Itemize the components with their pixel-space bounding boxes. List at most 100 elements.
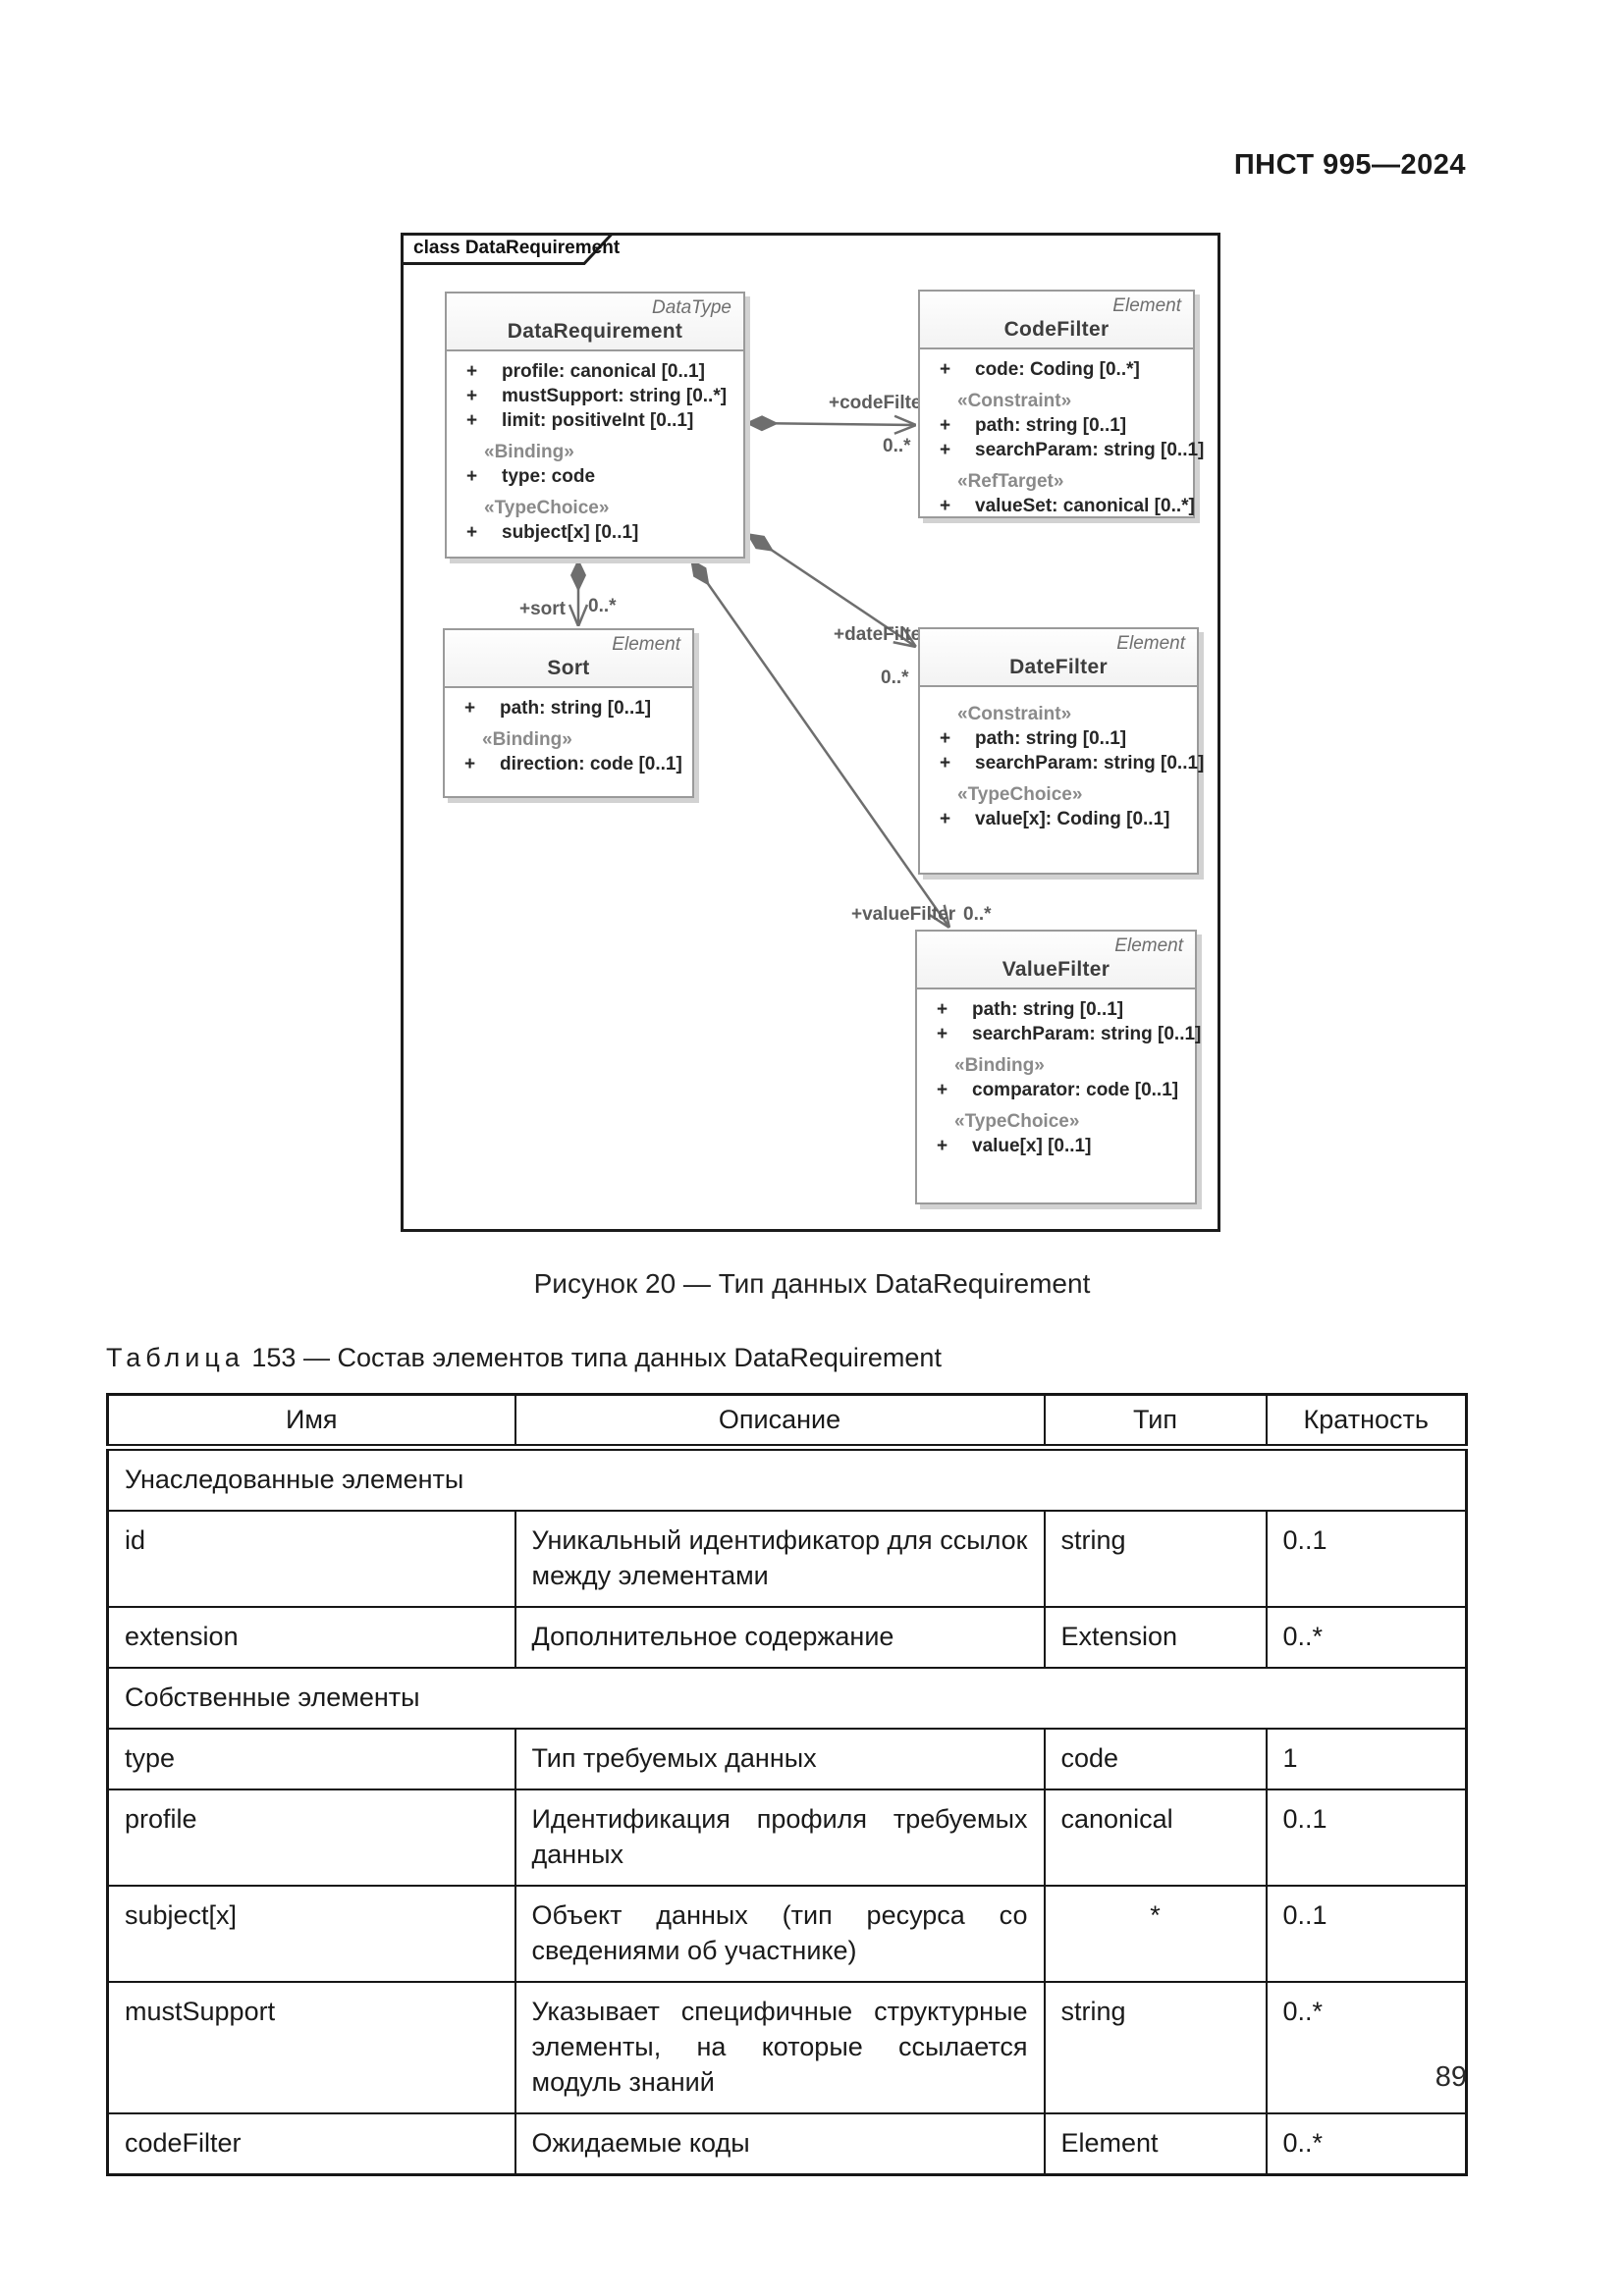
- standard-code-header: ПНСТ 995—2024: [1233, 149, 1466, 181]
- cell-description: Идентификация профиля требуемых данных: [514, 1789, 1046, 1887]
- elements-table: Имя Описание Тип Кратность Унаследованны…: [106, 1393, 1468, 2176]
- cell-description: Уникальный идентификатор для ссылок межд…: [514, 1510, 1046, 1608]
- elements-table-wrapper: Имя Описание Тип Кратность Унаследованны…: [106, 1393, 1468, 2176]
- attribute-line: +subject[x] [0..1]: [466, 522, 639, 543]
- column-header-name: Имя: [106, 1393, 516, 1451]
- cell-name: profile: [106, 1789, 516, 1887]
- class-stereotype: Element: [612, 634, 680, 655]
- cell-type: Extension: [1043, 1606, 1268, 1669]
- class-attributes: «Constraint» +path: string [0..1] +searc…: [920, 685, 1205, 837]
- attribute-line: +path: string [0..1]: [464, 698, 652, 719]
- class-header: Element CodeFilter: [920, 292, 1193, 347]
- cell-cardinality: 0..1: [1265, 1885, 1468, 1983]
- table-row: mustSupport Указывает специфичные структ…: [106, 1981, 1468, 2114]
- edge-mult-codefilter: 0..*: [883, 436, 911, 456]
- attribute-line: +type: code: [466, 466, 596, 487]
- attribute-line: +value[x]: Coding [0..1]: [940, 809, 1170, 829]
- class-stereotype: Element: [1116, 633, 1185, 654]
- cell-description: Тип требуемых данных: [514, 1728, 1046, 1790]
- attribute-line: +searchParam: string [0..1]: [940, 753, 1205, 774]
- class-attributes: +profile: canonical [0..1] +mustSupport:…: [447, 349, 743, 551]
- table-caption-word: Таблица: [106, 1343, 244, 1372]
- cell-cardinality: 0..*: [1265, 2112, 1468, 2176]
- class-diagram-frame: class DataRequirement +codeFilter 0..* +…: [401, 233, 1220, 1232]
- edge-mult-sort: 0..*: [588, 596, 617, 616]
- cell-cardinality: 0..1: [1265, 1510, 1468, 1608]
- class-stereotype: DataType: [652, 297, 731, 318]
- class-name: ValueFilter: [1001, 958, 1110, 981]
- stereotype-line: «RefTarget»: [957, 471, 1064, 492]
- frame-tab-label: class DataRequirement: [413, 238, 621, 258]
- attribute-line: +profile: canonical [0..1]: [466, 361, 705, 382]
- cell-name: codeFilter: [106, 2112, 516, 2176]
- section-row: Собственные элементы: [106, 1667, 1468, 1730]
- stereotype-line: «Constraint»: [957, 391, 1072, 411]
- stereotype-line: «Binding»: [954, 1055, 1045, 1076]
- class-header: DataType DataRequirement: [447, 294, 743, 349]
- class-header: Element Sort: [445, 630, 692, 686]
- attribute-line: +comparator: code [0..1]: [937, 1080, 1179, 1100]
- frame-tab-shape: [401, 233, 616, 265]
- edge-mult-valuefilter: 0..*: [963, 904, 992, 925]
- figure-caption: Рисунок 20 — Тип данных DataRequirement: [533, 1268, 1091, 1299]
- class-name: DateFilter: [1009, 656, 1108, 678]
- page-number: 89: [1435, 2061, 1467, 2093]
- stereotype-line: «TypeChoice»: [954, 1111, 1080, 1132]
- attribute-line: +path: string [0..1]: [940, 415, 1127, 436]
- class-attributes: +path: string [0..1] «Binding» +directio…: [445, 686, 692, 782]
- attribute-line: +path: string [0..1]: [940, 728, 1127, 749]
- edge-valuefilter: [688, 558, 949, 928]
- class-stereotype: Element: [1112, 295, 1181, 316]
- table-row: subject[x] Объект данных (тип ресурса со…: [106, 1885, 1468, 1983]
- cell-type: *: [1043, 1885, 1268, 1983]
- section-label: Собственные элементы: [106, 1667, 1468, 1730]
- section-label: Унаследованные элементы: [106, 1446, 1468, 1512]
- table-header-row: Имя Описание Тип Кратность: [106, 1393, 1468, 1451]
- cell-description: Указывает специфичные структурные элемен…: [514, 1981, 1046, 2114]
- stereotype-line: «Binding»: [482, 729, 572, 750]
- stereotype-line: «Binding»: [484, 442, 574, 462]
- edge-label-sort: +sort: [519, 599, 566, 619]
- cell-name: id: [106, 1510, 516, 1608]
- column-header-cardinality: Кратность: [1265, 1393, 1468, 1451]
- cell-name: subject[x]: [106, 1885, 516, 1983]
- uml-class-datefilter: Element DateFilter «Constraint» +path: s…: [918, 627, 1205, 875]
- table-row: type Тип требуемых данных code 1: [106, 1728, 1468, 1790]
- cell-description: Ожидаемые коды: [514, 2112, 1046, 2176]
- attribute-line: +path: string [0..1]: [937, 999, 1124, 1020]
- cell-cardinality: 0..*: [1265, 1981, 1468, 2114]
- table-row: profile Идентификация профиля требуемых …: [106, 1789, 1468, 1887]
- cell-cardinality: 0..1: [1265, 1789, 1468, 1887]
- table-caption-rest: 153 — Состав элементов типа данных DataR…: [251, 1343, 942, 1372]
- cell-type: string: [1043, 1981, 1268, 2114]
- column-header-type: Тип: [1043, 1393, 1268, 1451]
- class-name: DataRequirement: [507, 320, 683, 343]
- class-name: CodeFilter: [1003, 318, 1110, 341]
- cell-cardinality: 1: [1265, 1728, 1468, 1790]
- attribute-line: +searchParam: string [0..1]: [940, 440, 1205, 460]
- attribute-line: +direction: code [0..1]: [464, 754, 682, 774]
- uml-class-codefilter: Element CodeFilter +code: Coding [0..*] …: [918, 290, 1205, 518]
- attribute-line: +code: Coding [0..*]: [940, 359, 1140, 380]
- edge-codefilter: [744, 423, 916, 425]
- class-header: Element DateFilter: [920, 629, 1197, 685]
- cell-type: Element: [1043, 2112, 1268, 2176]
- cell-description: Объект данных (тип ресурса со сведениями…: [514, 1885, 1046, 1983]
- uml-class-datarequirement: DataType DataRequirement +profile: canon…: [445, 292, 745, 559]
- table-row: id Уникальный идентификатор для ссылок м…: [106, 1510, 1468, 1608]
- cell-type: canonical: [1043, 1789, 1268, 1887]
- class-attributes: +path: string [0..1] +searchParam: strin…: [917, 988, 1202, 1164]
- attribute-line: +limit: positiveInt [0..1]: [466, 410, 694, 431]
- column-header-description: Описание: [514, 1393, 1046, 1451]
- stereotype-line: «TypeChoice»: [957, 784, 1083, 805]
- cell-name: mustSupport: [106, 1981, 516, 2114]
- table-row: codeFilter Ожидаемые коды Element 0..*: [106, 2112, 1468, 2176]
- edge-label-codefilter: +codeFilter: [829, 393, 929, 413]
- uml-class-sort: Element Sort +path: string [0..1] «Bindi…: [443, 628, 694, 798]
- edge-label-valuefilter: +valueFilter: [851, 904, 956, 925]
- table-row: extension Дополнительное содержание Exte…: [106, 1606, 1468, 1669]
- class-name: Sort: [547, 657, 590, 679]
- cell-type: code: [1043, 1728, 1268, 1790]
- attribute-line: +searchParam: string [0..1]: [937, 1024, 1202, 1044]
